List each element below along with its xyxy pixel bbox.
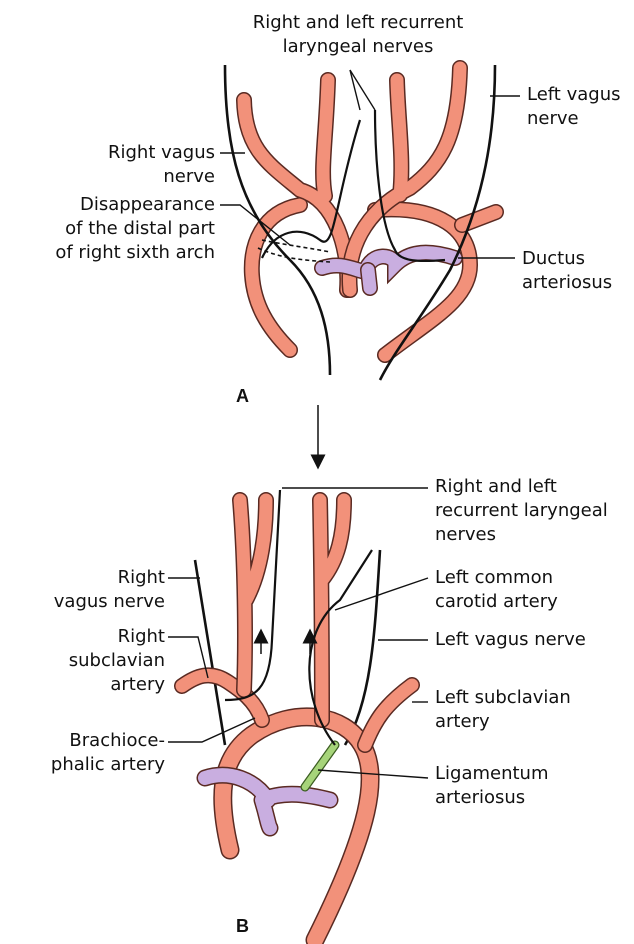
panel-a-ductus-line1: Ductus <box>522 247 612 271</box>
panel-b-brachiocephalic <box>182 500 266 720</box>
panel-a-ductus-line2: arteriosus <box>522 271 612 295</box>
panel-b-recurrent-nerves-line3: nerves <box>435 523 608 547</box>
panel-a-left-vagus-line1: Left vagus <box>527 83 620 107</box>
panel-b-left-vagus-label: Left vagus nerve <box>435 628 586 652</box>
panel-a-right-vagus-label: Right vagus nerve <box>30 141 215 189</box>
panel-a-disappearance-line2: of the distal part <box>10 217 215 241</box>
panel-a-right-vagus-line1: Right vagus <box>30 141 215 165</box>
panel-b-ligamentum-line2: arteriosus <box>435 786 549 810</box>
panel-a-disappearance-line3: of right sixth arch <box>10 241 215 265</box>
panel-a-recurrent-nerves-line1: Right and left recurrent <box>228 11 488 35</box>
panel-b-right-vagus-line2: vagus nerve <box>40 590 165 614</box>
panel-b-artwork <box>168 488 428 940</box>
panel-b-letter: B <box>236 914 249 938</box>
panel-a-right-dorsal-aorta <box>375 209 496 355</box>
panel-b-right-vagus-line1: Right <box>40 566 165 590</box>
panel-a-left-vagus-label: Left vagus nerve <box>527 83 620 131</box>
panel-b-right-subclavian-label: Right subclavian artery <box>40 625 165 697</box>
panel-b-recurrent-nerves-label: Right and left recurrent laryngeal nerve… <box>435 475 608 547</box>
panel-b-left-carotid-line1: Left common <box>435 566 558 590</box>
panel-b-aortic-arch <box>223 717 370 940</box>
panel-b-brachiocephalic-line2: phalic artery <box>20 753 165 777</box>
panel-b-recurrent-nerves-line2: recurrent laryngeal <box>435 499 608 523</box>
panel-a-ductus-label: Ductus arteriosus <box>522 247 612 295</box>
panel-b-left-subclavian-line1: Left subclavian <box>435 686 571 710</box>
panel-b-left-subclavian-label: Left subclavian artery <box>435 686 571 734</box>
panel-b-ligamentum-line1: Ligamentum <box>435 762 549 786</box>
panel-a-recurrent-nerves-label: Right and left recurrent laryngeal nerve… <box>228 11 488 59</box>
panel-a-letter: A <box>236 384 249 408</box>
panel-a-left-dorsal-aorta <box>252 205 300 350</box>
panel-b-left-subclavian <box>365 685 412 745</box>
panel-b-left-subclavian-line2: artery <box>435 710 571 734</box>
panel-a-disappearance-label: Disappearance of the distal part of righ… <box>10 193 215 265</box>
panel-b-brachiocephalic-label: Brachioce- phalic artery <box>20 729 165 777</box>
panel-b-ligamentum-label: Ligamentum arteriosus <box>435 762 549 810</box>
panel-a-left-vagus-line2: nerve <box>527 107 620 131</box>
panel-a-recurrent-nerves-line2: laryngeal nerves <box>228 35 488 59</box>
panel-a-disappearance-line1: Disappearance <box>10 193 215 217</box>
panel-b-right-subclavian-line3: artery <box>40 673 165 697</box>
panel-b-recurrent-nerves-line1: Right and left <box>435 475 608 499</box>
panel-b-right-vagus-label: Right vagus nerve <box>40 566 165 614</box>
panel-b-right-subclavian-line1: Right <box>40 625 165 649</box>
panel-a-right-vagus-line2: nerve <box>30 165 215 189</box>
panel-a-artwork <box>220 65 520 380</box>
panel-b-right-subclavian-line2: subclavian <box>40 649 165 673</box>
panel-b-ligamentum <box>305 745 335 787</box>
panel-b-left-carotid-line2: carotid artery <box>435 590 558 614</box>
panel-b-left-carotid-label: Left common carotid artery <box>435 566 558 614</box>
panel-b-left-carotid <box>320 500 344 720</box>
panel-b-brachiocephalic-line1: Brachioce- <box>20 729 165 753</box>
